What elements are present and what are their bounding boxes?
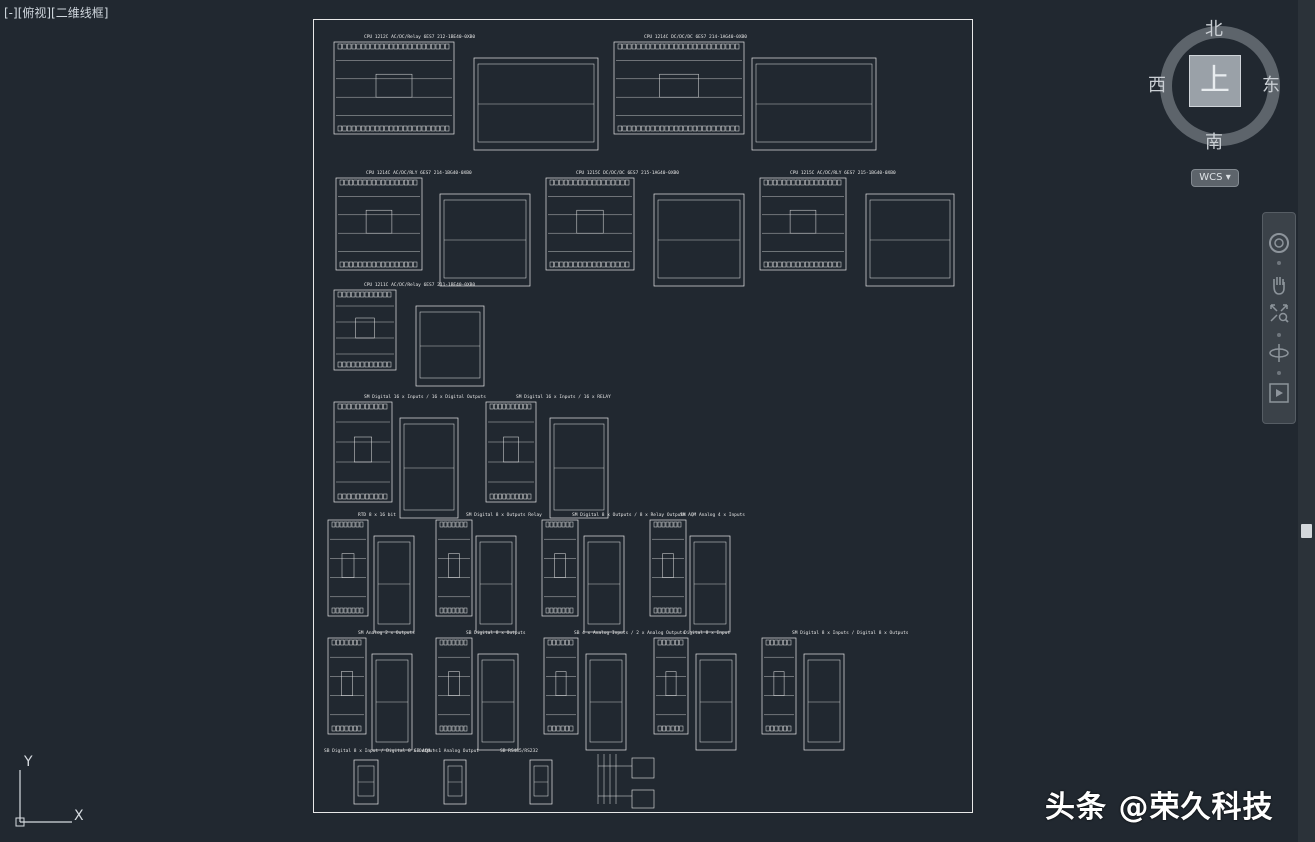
wcs-menu-button[interactable]: WCS ▾ [1191,169,1239,187]
drawing-sheet[interactable]: CPU 1212C AC/DC/Relay 6ES7 212-1BE40-0XB… [313,19,973,813]
tool-separator [1277,333,1281,337]
module-title: SM Digital 8 x Outputs / 8 x Relay Outpu… [572,512,686,518]
viewcube-top-face[interactable]: 上 [1189,55,1241,107]
module-title: SM AQM Analog 4 x Inputs [680,512,745,518]
ucs-x-label: X [74,808,84,824]
module-title: CPU 1214C DC/DC/DC 6ES7 214-1AG40-0XB0 [644,34,747,40]
tool-separator [1277,261,1281,265]
ucs-y-label: Y [23,754,33,770]
viewport-controls-label[interactable]: [-][俯视][二维线框] [4,6,109,20]
viewcube[interactable]: 上 北 南 西 东 [1148,18,1280,188]
showmotion-icon[interactable] [1267,381,1291,405]
module-title: SM Digital 8 x Inputs / Digital 8 x Outp… [792,630,909,636]
module-title: CPU 1215C AC/DC/RLY 6ES7 215-1BG40-0XB0 [790,170,896,176]
cad-drawing: CPU 1212C AC/DC/Relay 6ES7 212-1BE40-0XB… [324,34,955,809]
module-title: SM Analog 2 x Outputs [358,630,415,636]
module-title: SB AQM - 1 Analog Output [414,748,479,754]
module-title: SM Digital 8 x Outputs Relay [466,512,542,518]
module-title: CPU 1215C DC/DC/DC 6ES7 215-1AG40-0XB0 [576,170,679,176]
module-title: CPU 1211C AC/DC/Relay 6ES7 211-1BE40-0XB… [364,282,475,288]
navigation-bar [1262,212,1296,424]
module-title: CPU 1214C AC/DC/RLY 6ES7 214-1BG40-0XB0 [366,170,472,176]
module-title: RTD 8 x 16 bit [358,512,396,518]
zoom-extents-icon[interactable] [1267,301,1291,325]
compass-west[interactable]: 西 [1148,75,1166,96]
module-title: SM Digital 16 x Inputs / 16 x Digital Ou… [364,394,486,400]
watermark: 头条 @荣久科技 [1045,790,1274,825]
module-title: Digital 8 x Input [684,630,730,636]
scrollbar-thumb[interactable] [1301,524,1312,538]
steering-wheel-icon[interactable] [1267,231,1291,255]
module-title: SB Digital 8 x Outputs [466,630,526,636]
module-title: SB Digital 8 x Input / Digital 8 x Outpu… [324,748,438,754]
compass-east[interactable]: 东 [1262,75,1280,96]
pan-hand-icon[interactable] [1267,273,1291,297]
compass-north[interactable]: 北 [1205,19,1223,40]
wcs-label: WCS [1199,172,1223,183]
tool-separator [1277,371,1281,375]
orbit-icon[interactable] [1267,341,1291,365]
chevron-down-icon: ▾ [1225,172,1231,183]
module-title: CPU 1212C AC/DC/Relay 6ES7 212-1BE40-0XB… [364,34,475,40]
ucs-icon: Y X [15,754,84,827]
vertical-scrollbar[interactable] [1298,0,1315,842]
compass-south[interactable]: 南 [1205,132,1223,153]
module-title: SB RS485/RS232 [500,748,538,754]
module-title: SB 4 x Analog Inputs / 2 x Analog Output… [574,630,685,636]
module-title: SM Digital 16 x Inputs / 16 x RELAY [516,394,611,400]
